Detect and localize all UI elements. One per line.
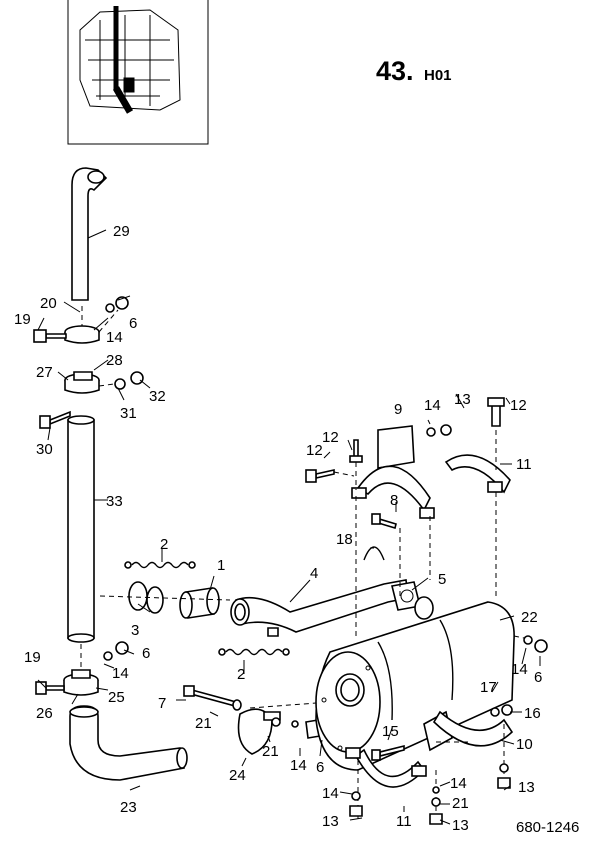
spring-upper [131, 561, 189, 569]
callout-6: 6 [316, 759, 324, 776]
strap-upper [444, 454, 511, 494]
callout-19: 19 [14, 311, 31, 328]
callout-14: 14 [322, 785, 339, 802]
section-code: H01 [424, 67, 452, 84]
tail-pipe-upper [71, 167, 108, 301]
intermediate-pipe [67, 419, 95, 639]
callout-23: 23 [120, 799, 137, 816]
callout-31: 31 [120, 405, 137, 422]
callout-24: 24 [229, 767, 246, 784]
callout-4: 4 [310, 565, 318, 582]
callout-20: 20 [40, 295, 57, 312]
callout-6: 6 [534, 669, 542, 686]
callout-28: 28 [106, 352, 123, 369]
callout-30: 30 [36, 441, 53, 458]
callout-19: 19 [24, 649, 41, 666]
callout-32: 32 [149, 388, 166, 405]
callout-16: 16 [524, 705, 541, 722]
callout-18: 18 [336, 531, 353, 548]
callout-22: 22 [521, 609, 538, 626]
callout-2: 2 [160, 536, 168, 553]
muffler-assembly [315, 601, 548, 771]
callout-17: 17 [480, 679, 497, 696]
section-heading: 43. H01 [376, 56, 452, 86]
callout-11: 11 [516, 456, 532, 473]
callout-14: 14 [112, 665, 129, 682]
callout-21: 21 [262, 743, 279, 760]
callout-12: 12 [322, 429, 339, 446]
callout-21: 14 [450, 775, 467, 792]
locator-inset [67, 0, 209, 145]
callout-6: 6 [142, 645, 150, 662]
callout-33: 33 [106, 493, 123, 510]
leader-lines [37, 229, 541, 825]
callout-13: 13 [322, 813, 339, 830]
lower-straps [345, 704, 514, 825]
callout-2: 2 [237, 666, 245, 683]
locator-highlight-icon [123, 77, 135, 93]
callout-13: 13 [454, 391, 471, 408]
connector-assembly [99, 561, 434, 755]
mounting-plate [377, 425, 415, 469]
bolt-long [190, 689, 237, 707]
callout-14: 14 [290, 757, 307, 774]
callout-12: 12 [306, 442, 323, 459]
section-number: 43. [376, 56, 414, 86]
callout-12: 12 [510, 397, 527, 414]
callout-1: 1 [217, 557, 225, 574]
callout-9: 9 [394, 401, 402, 418]
inlet-elbow-pipe [69, 705, 185, 781]
callout-14: 21 [452, 795, 469, 812]
exhaust-stack [33, 167, 188, 781]
callout-3: 3 [131, 622, 139, 639]
callout-14: 14 [106, 329, 123, 346]
front-pipe [235, 579, 409, 633]
callout-29: 29 [113, 223, 130, 240]
callout-labels: 29 20 19 6 14 28 27 32 31 30 33 9 14 13 … [14, 223, 542, 834]
callout-7: 7 [158, 695, 166, 712]
hanger-brackets [305, 397, 511, 640]
callout-6: 6 [129, 315, 137, 332]
callout-26: 26 [36, 705, 53, 722]
callout-5: 5 [438, 571, 446, 588]
callout-13: 13 [518, 779, 535, 796]
callout-21: 21 [195, 715, 212, 732]
callout-10: 10 [516, 736, 533, 753]
callout-15: 15 [382, 723, 399, 740]
callout-27: 27 [36, 364, 53, 381]
callout-13: 13 [452, 817, 469, 834]
callout-14: 14 [511, 661, 528, 678]
callout-8: 8 [390, 492, 398, 509]
callout-25: 25 [108, 689, 125, 706]
spring-lower [225, 648, 283, 656]
callout-11: 11 [396, 813, 412, 830]
drawing-reference-number: 680-1246 [516, 819, 579, 836]
callout-14: 14 [424, 397, 441, 414]
ring-seal [128, 581, 148, 611]
